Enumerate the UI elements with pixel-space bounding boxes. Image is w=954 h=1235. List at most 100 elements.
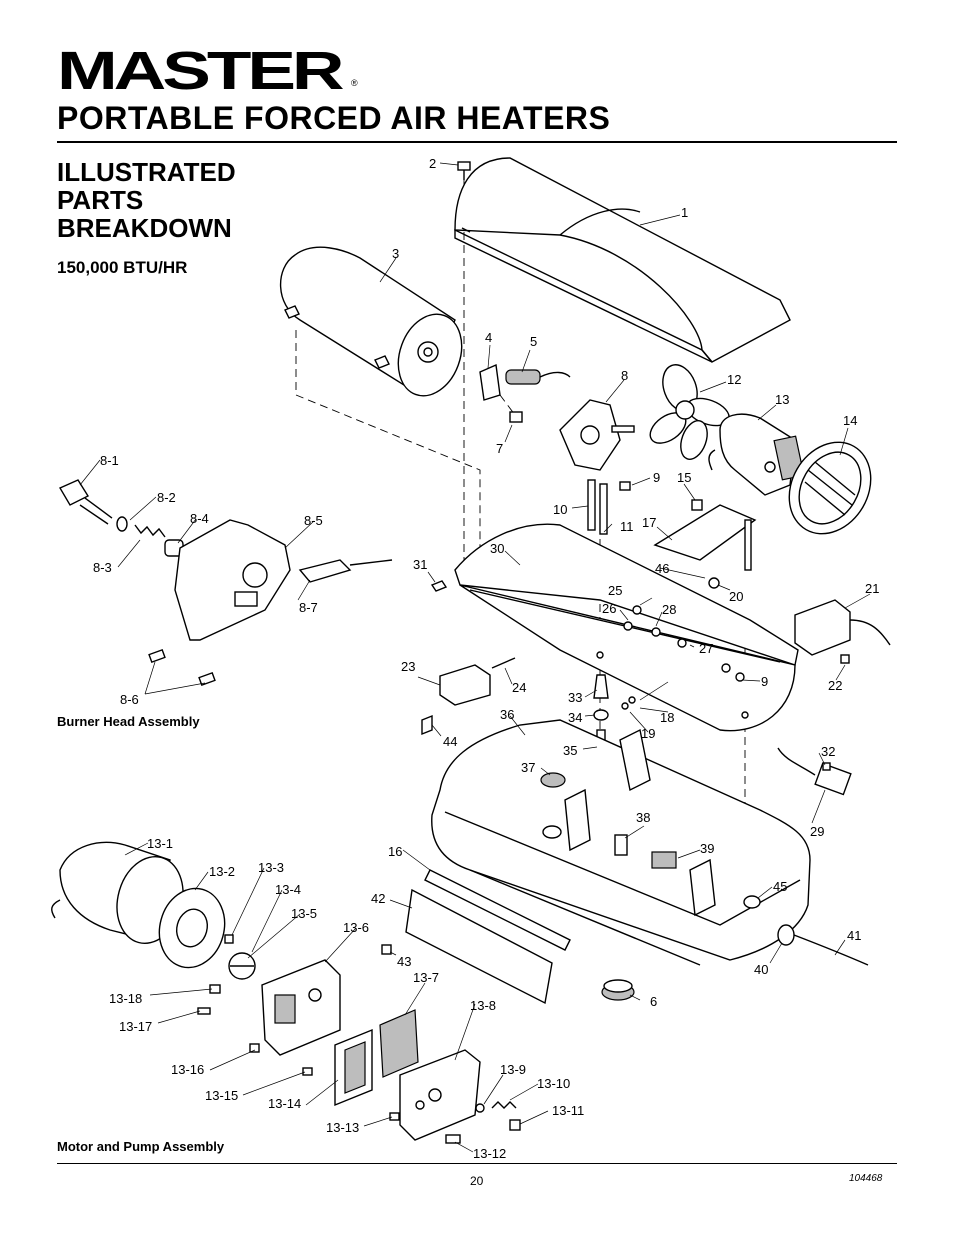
label-8-3: 8-3 bbox=[93, 560, 112, 575]
bolt-icon bbox=[457, 161, 471, 180]
lower-shell bbox=[454, 523, 799, 732]
label-13-3: 13-3 bbox=[258, 860, 284, 875]
power-bracket bbox=[777, 747, 852, 796]
footer-rule bbox=[57, 1163, 897, 1164]
label-6: 6 bbox=[650, 994, 657, 1009]
part-labels: 2 1 3 4 5 8 12 13 14 7 9 15 10 11 17 30 … bbox=[93, 156, 879, 1161]
label-8-1: 8-1 bbox=[100, 453, 119, 468]
label-8-5: 8-5 bbox=[304, 513, 323, 528]
label-8-2: 8-2 bbox=[157, 490, 176, 505]
label-13-13: 13-13 bbox=[326, 1120, 359, 1135]
label-36: 36 bbox=[500, 707, 514, 722]
label-22: 22 bbox=[828, 678, 842, 693]
burner-head-assembly bbox=[58, 479, 393, 687]
fuel-tubes bbox=[587, 479, 608, 535]
photocell-bracket bbox=[479, 363, 571, 423]
label-14: 14 bbox=[843, 413, 857, 428]
label-8-6: 8-6 bbox=[120, 692, 139, 707]
registered-mark: ® bbox=[351, 78, 358, 88]
small-fasteners bbox=[430, 481, 850, 856]
label-2: 2 bbox=[429, 156, 436, 171]
label-26: 26 bbox=[602, 601, 616, 616]
motor-pump-assembly bbox=[51, 841, 521, 1144]
label-13-12: 13-12 bbox=[473, 1146, 506, 1161]
label-23: 23 bbox=[401, 659, 415, 674]
motor bbox=[708, 413, 805, 496]
document-number: 104468 bbox=[849, 1173, 883, 1184]
label-9: 9 bbox=[653, 470, 660, 485]
label-13-17: 13-17 bbox=[119, 1019, 152, 1034]
caption-burner-head: Burner Head Assembly bbox=[57, 714, 200, 729]
label-1: 1 bbox=[681, 205, 688, 220]
label-46: 46 bbox=[655, 561, 669, 576]
label-28: 28 bbox=[662, 602, 676, 617]
label-27: 27 bbox=[699, 641, 713, 656]
label-4: 4 bbox=[485, 330, 492, 345]
ignitor bbox=[794, 599, 891, 656]
header-rule bbox=[57, 141, 897, 143]
label-30: 30 bbox=[490, 541, 504, 556]
label-15: 15 bbox=[677, 470, 691, 485]
power-cord bbox=[777, 924, 869, 966]
label-13-4: 13-4 bbox=[275, 882, 301, 897]
brand-logo: MASTER bbox=[57, 41, 345, 101]
label-40: 40 bbox=[754, 962, 768, 977]
label-13-1: 13-1 bbox=[147, 836, 173, 851]
label-41: 41 bbox=[847, 928, 861, 943]
label-29: 29 bbox=[810, 824, 824, 839]
label-45: 45 bbox=[773, 879, 787, 894]
label-13-14: 13-14 bbox=[268, 1096, 301, 1111]
label-32: 32 bbox=[821, 744, 835, 759]
label-16: 16 bbox=[388, 844, 402, 859]
model-rating: 150,000 BTU/HR bbox=[57, 258, 188, 277]
label-31: 31 bbox=[413, 557, 427, 572]
section-heading-line3: BREAKDOWN bbox=[57, 213, 232, 243]
caption-motor-pump: Motor and Pump Assembly bbox=[57, 1139, 225, 1154]
label-13-11: 13-11 bbox=[552, 1103, 584, 1118]
label-43: 43 bbox=[397, 954, 411, 969]
label-11: 11 bbox=[620, 519, 634, 534]
label-20: 20 bbox=[729, 589, 743, 604]
label-13-2: 13-2 bbox=[209, 864, 235, 879]
section-heading: ILLUSTRATED PARTS BREAKDOWN bbox=[57, 158, 236, 242]
label-33: 33 bbox=[568, 690, 582, 705]
fan-cylinder bbox=[279, 246, 463, 397]
fan-guard bbox=[788, 441, 872, 535]
label-37: 37 bbox=[521, 760, 535, 775]
label-3: 3 bbox=[392, 246, 399, 261]
label-25: 25 bbox=[608, 583, 622, 598]
label-13-16: 13-16 bbox=[171, 1062, 204, 1077]
label-42: 42 bbox=[371, 891, 385, 906]
label-12: 12 bbox=[727, 372, 741, 387]
label-8-7: 8-7 bbox=[299, 600, 318, 615]
section-heading-line1: ILLUSTRATED bbox=[57, 157, 236, 187]
label-5: 5 bbox=[530, 334, 537, 349]
label-8-4: 8-4 bbox=[190, 511, 209, 526]
label-13-15: 13-15 bbox=[205, 1088, 238, 1103]
label-13-6: 13-6 bbox=[343, 920, 369, 935]
label-44: 44 bbox=[443, 734, 457, 749]
switch-assembly bbox=[421, 657, 516, 736]
side-panel bbox=[381, 869, 571, 1005]
label-13-7: 13-7 bbox=[413, 970, 439, 985]
label-13-9: 13-9 bbox=[500, 1062, 526, 1077]
label-24: 24 bbox=[512, 680, 526, 695]
label-13-18: 13-18 bbox=[109, 991, 142, 1006]
label-8: 8 bbox=[621, 368, 628, 383]
section-heading-line2: PARTS bbox=[57, 185, 144, 215]
label-7: 7 bbox=[496, 441, 503, 456]
page-number: 20 bbox=[470, 1174, 484, 1188]
label-38: 38 bbox=[636, 810, 650, 825]
fan-blade bbox=[649, 364, 730, 460]
leader-lines bbox=[79, 162, 871, 1153]
label-13-10: 13-10 bbox=[537, 1076, 570, 1091]
label-35: 35 bbox=[563, 743, 577, 758]
label-13: 13 bbox=[775, 392, 789, 407]
label-18: 18 bbox=[660, 710, 674, 725]
motor-bracket bbox=[653, 499, 757, 571]
label-13-8: 13-8 bbox=[470, 998, 496, 1013]
upper-shell bbox=[454, 157, 791, 363]
label-13-5: 13-5 bbox=[291, 906, 317, 921]
label-21: 21 bbox=[865, 581, 879, 596]
